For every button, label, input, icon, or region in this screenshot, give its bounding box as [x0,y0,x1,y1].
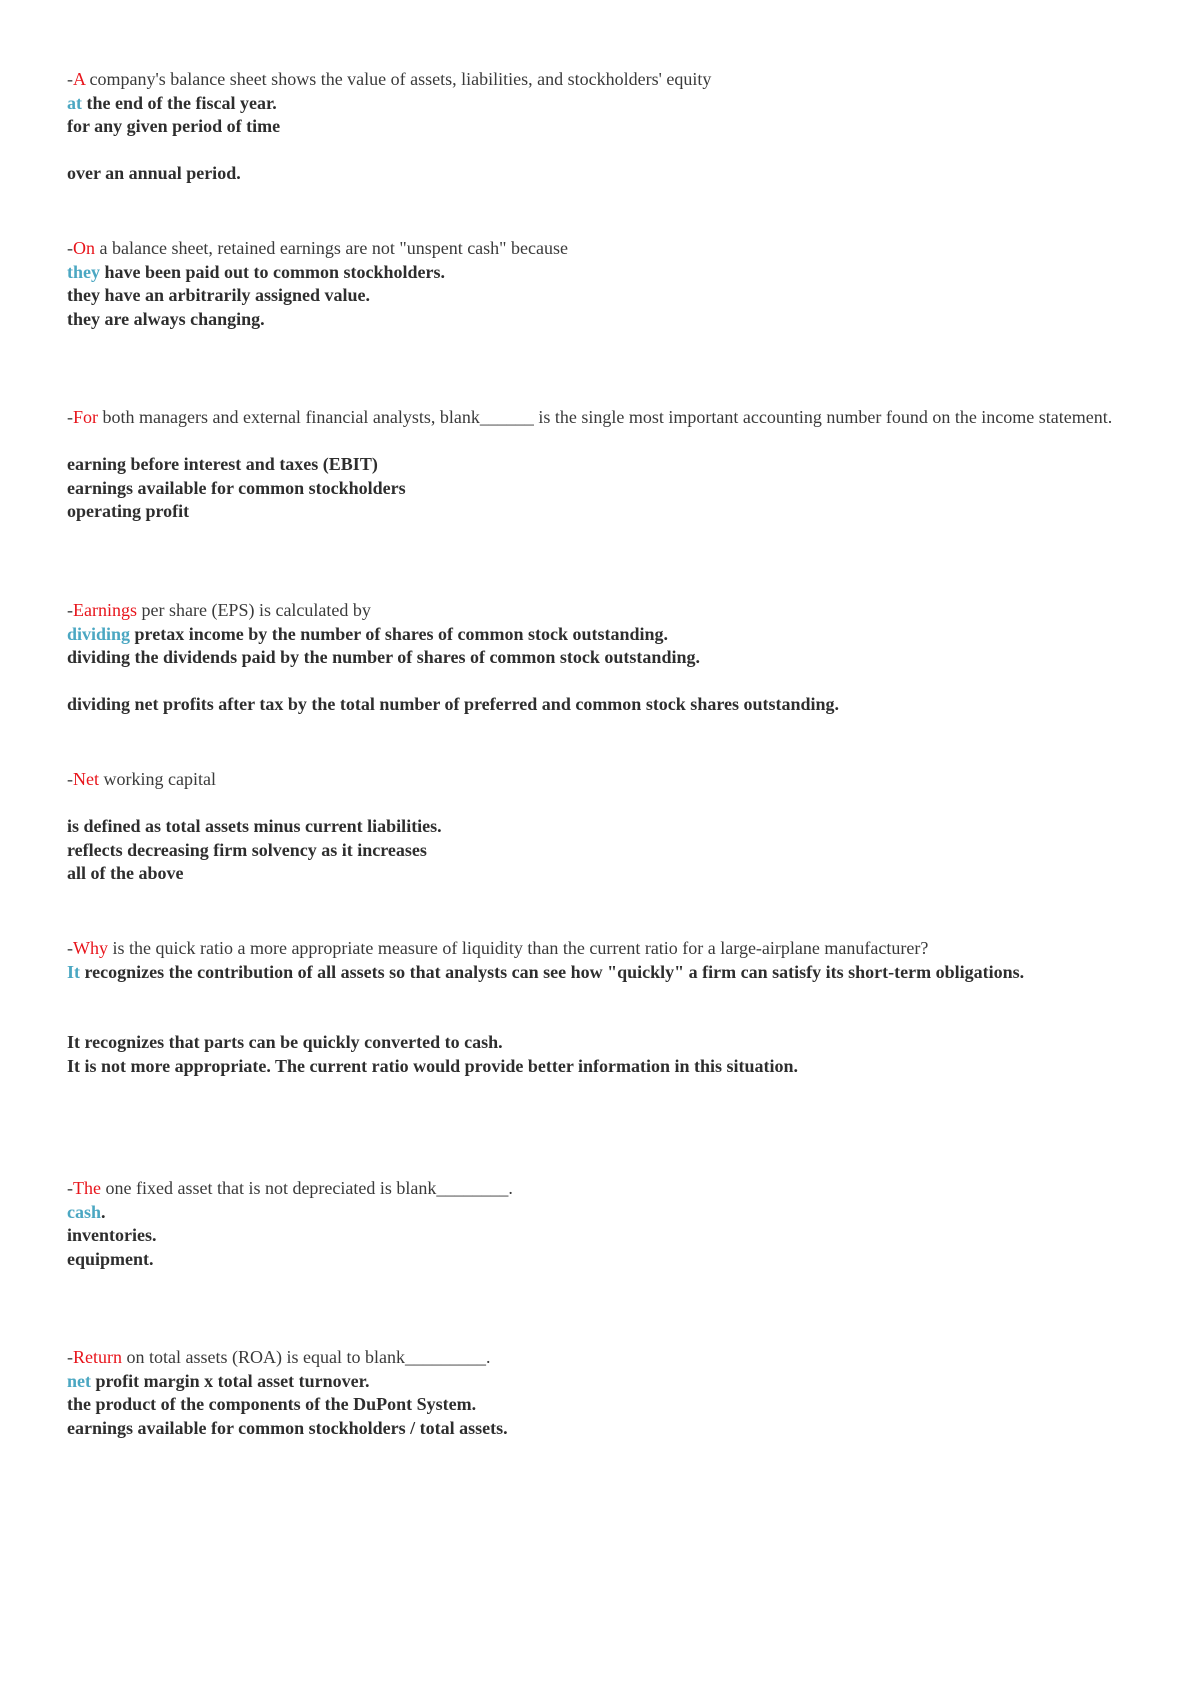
answer-option: equipment. [67,1248,154,1269]
question-stem: -Earnings per share (EPS) is calculated … [67,600,371,620]
answer-option: at the end of the fiscal year. [67,92,277,113]
answer-option: for any given period of time [67,116,281,136]
answer-option: cash. [67,1201,106,1222]
question-4: -Earnings per share (EPS) is calculated … [67,599,1127,717]
question-stem: -A company's balance sheet shows the val… [67,69,712,89]
question-keyword: The [73,1178,101,1198]
answer-option: dividing pretax income by the number of … [67,623,669,644]
question-keyword: Net [73,769,99,789]
question-keyword: On [73,238,95,258]
answer-option: It recognizes that parts can be quickly … [67,1032,503,1052]
answer-option: It recognizes the contribution of all as… [67,961,1025,982]
answer-option: they are always changing. [67,308,265,329]
question-keyword: Why [73,938,108,958]
answer-option: earnings available for common stockholde… [67,477,406,498]
answer-option: operating profit [67,501,190,521]
question-keyword: Earnings [73,600,137,620]
answer-option: dividing the dividends paid by the numbe… [67,647,700,667]
answer-option: reflects decreasing firm solvency as it … [67,839,427,860]
question-8: -Return on total assets (ROA) is equal t… [67,1346,1127,1440]
question-keyword: Return [73,1347,122,1367]
answer-option: they have been paid out to common stockh… [67,261,446,282]
question-stem: -On a balance sheet, retained earnings a… [67,238,568,258]
question-keyword: For [73,407,99,427]
question-7: -The one fixed asset that is not depreci… [67,1177,1127,1271]
answer-option: all of the above [67,863,184,883]
question-3: -For both managers and external financia… [67,406,1127,524]
question-1: -A company's balance sheet shows the val… [67,68,1127,186]
answer-option: is defined as total assets minus current… [67,816,442,836]
question-keyword: A [73,69,86,89]
answer-option: inventories. [67,1225,157,1245]
answer-option: they have an arbitrarily assigned value. [67,285,371,305]
answer-option: over an annual period. [67,163,241,183]
question-stem: -Net working capital [67,769,216,789]
question-stem: -The one fixed asset that is not depreci… [67,1178,513,1198]
answer-option: earning before interest and taxes (EBIT) [67,454,378,474]
answer-option: earnings available for common stockholde… [67,1417,508,1438]
answer-option: net profit margin x total asset turnover… [67,1370,370,1391]
question-stem: -Return on total assets (ROA) is equal t… [67,1347,491,1367]
answer-option: dividing net profits after tax by the to… [67,694,840,714]
question-5: -Net working capital is defined as total… [67,768,1127,886]
answer-option: the product of the components of the DuP… [67,1394,477,1414]
question-stem: -Why is the quick ratio a more appropria… [67,938,929,958]
answer-option: It is not more appropriate. The current … [67,1055,799,1076]
question-2: -On a balance sheet, retained earnings a… [67,237,1127,331]
question-stem: -For both managers and external financia… [67,407,1113,427]
question-6: -Why is the quick ratio a more appropria… [67,937,1127,1078]
